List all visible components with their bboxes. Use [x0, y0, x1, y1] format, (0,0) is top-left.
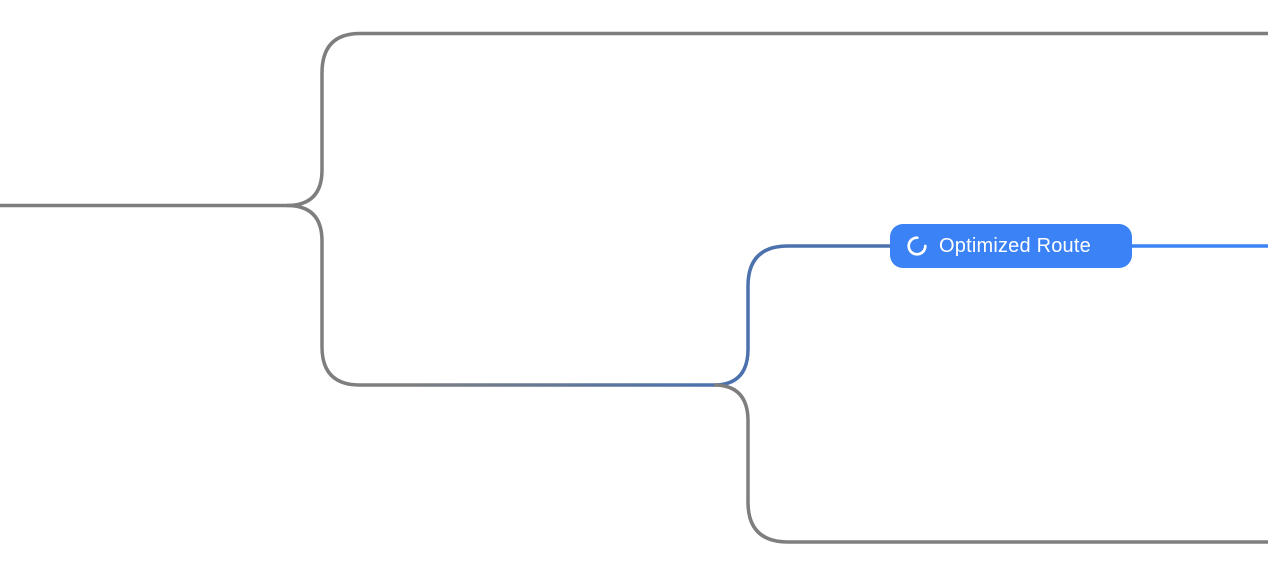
optimized-route-node[interactable]: Optimized Route: [890, 224, 1132, 268]
spinner-icon: [906, 235, 928, 257]
lower-branch-edge: [713, 383, 1268, 544]
node-label: Optimized Route: [939, 234, 1091, 257]
edge-into-optimized-route: [713, 244, 891, 387]
bottom-branch-edge: [286, 203, 714, 387]
top-branch-edge: [286, 31, 1268, 208]
